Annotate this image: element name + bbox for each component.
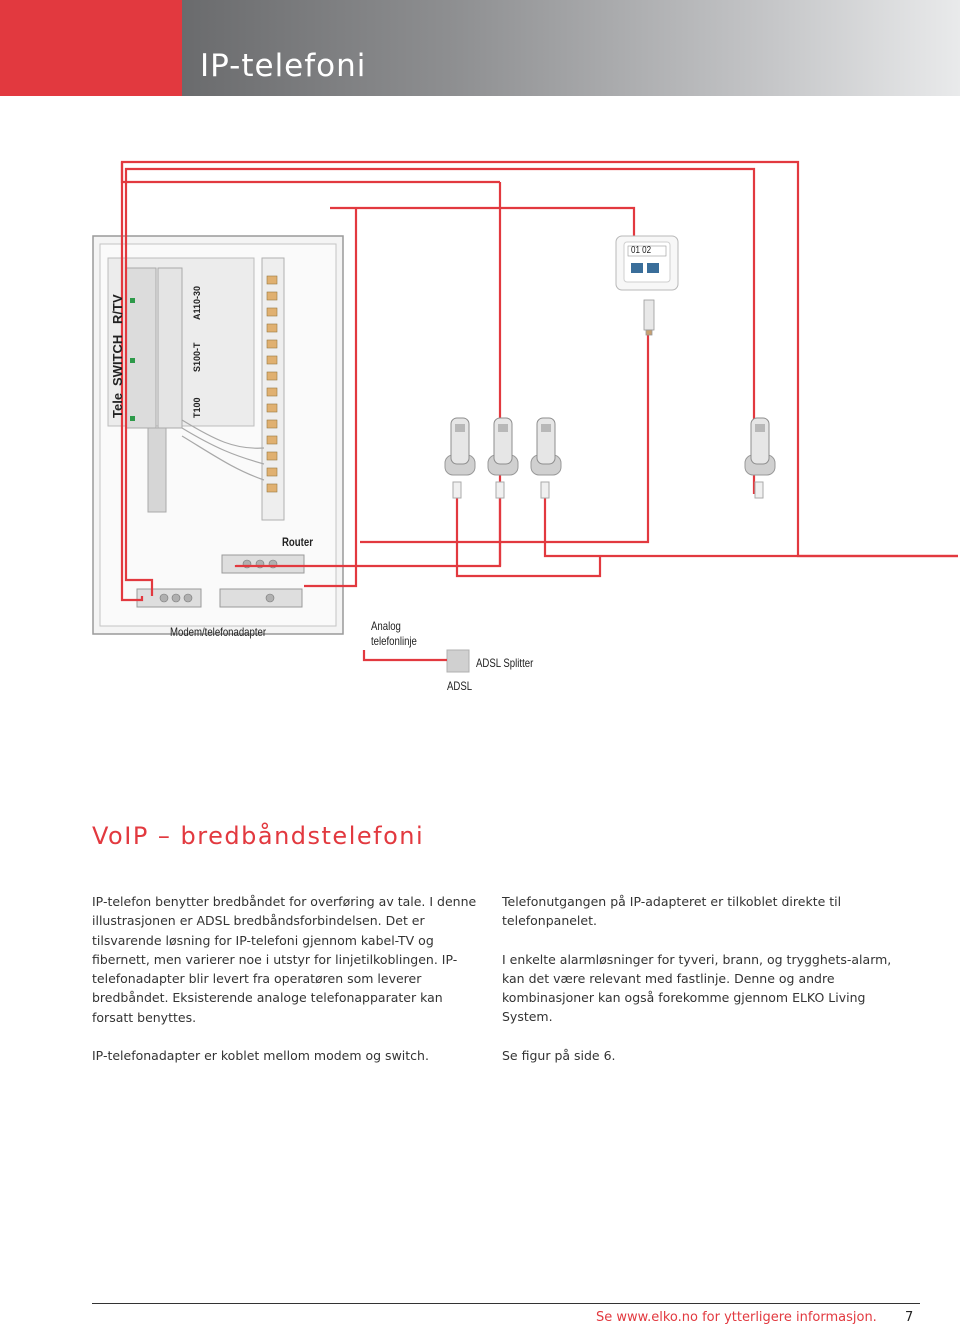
right-paragraph-1: Telefonutgangen på IP-adapteret er tilko… xyxy=(502,894,842,929)
phone-icon xyxy=(444,417,476,499)
label-a110: A110-30 xyxy=(192,285,202,320)
label-switch: SWITCH xyxy=(110,334,125,386)
right-paragraph-3: Se figur på side 6. xyxy=(502,1047,616,1063)
label-router: Router xyxy=(282,535,313,549)
label-analog-2: telefonlinje xyxy=(371,634,417,648)
right-column: Telefonutgangen på IP-adapteret er tilko… xyxy=(502,892,892,1084)
footer-divider xyxy=(92,1303,920,1304)
page-title: IP-telefoni xyxy=(200,48,367,84)
red-wires xyxy=(120,160,958,662)
footer-link[interactable]: Se www.elko.no for ytterligere informasj… xyxy=(596,1310,877,1325)
phone-icon xyxy=(530,417,562,499)
rj45-plug-icon xyxy=(643,299,655,336)
label-analog-1: Analog xyxy=(371,619,401,633)
patch-ports xyxy=(266,275,278,493)
label-s100: S100-T xyxy=(192,342,202,372)
label-tele: Tele xyxy=(110,392,125,418)
right-paragraph-2: I enkelte alarmløsninger for tyveri, bra… xyxy=(502,951,892,1025)
switch-module xyxy=(125,267,157,429)
wiring-diagram-svg xyxy=(92,160,958,673)
page-number: 7 xyxy=(905,1310,914,1325)
phone-icon xyxy=(744,417,776,499)
left-column: IP-telefon benytter bredbåndet for overf… xyxy=(92,892,482,1084)
network-outlet-icon xyxy=(615,235,679,291)
label-adsl-splitter: ADSL Splitter xyxy=(476,656,534,670)
cable-duct xyxy=(147,427,167,513)
label-t100: T100 xyxy=(192,397,202,418)
s100-module xyxy=(157,267,183,429)
header-accent-block xyxy=(0,0,182,96)
section-title: VoIP – bredbåndstelefoni xyxy=(92,822,425,850)
label-outlet-ports: 01 02 xyxy=(631,245,652,256)
left-paragraph-1: IP-telefon benytter bredbåndet for overf… xyxy=(92,894,477,1025)
modem-ports xyxy=(159,593,275,603)
patch-cables xyxy=(181,419,265,481)
status-leds xyxy=(130,298,135,421)
header-band xyxy=(182,0,960,96)
phone-icon xyxy=(487,417,519,499)
label-rtv: R/TV xyxy=(110,294,125,324)
label-adsl: ADSL xyxy=(447,679,473,693)
left-paragraph-2: IP-telefonadapter er koblet mellom modem… xyxy=(92,1048,429,1064)
splitter-device xyxy=(219,588,303,608)
adsl-splitter-box xyxy=(446,649,470,673)
wiring-diagram: R/TV SWITCH Tele A110-30 S100-T T100 Rou… xyxy=(0,150,960,710)
label-modem: Modem/telefonadapter xyxy=(170,625,267,639)
